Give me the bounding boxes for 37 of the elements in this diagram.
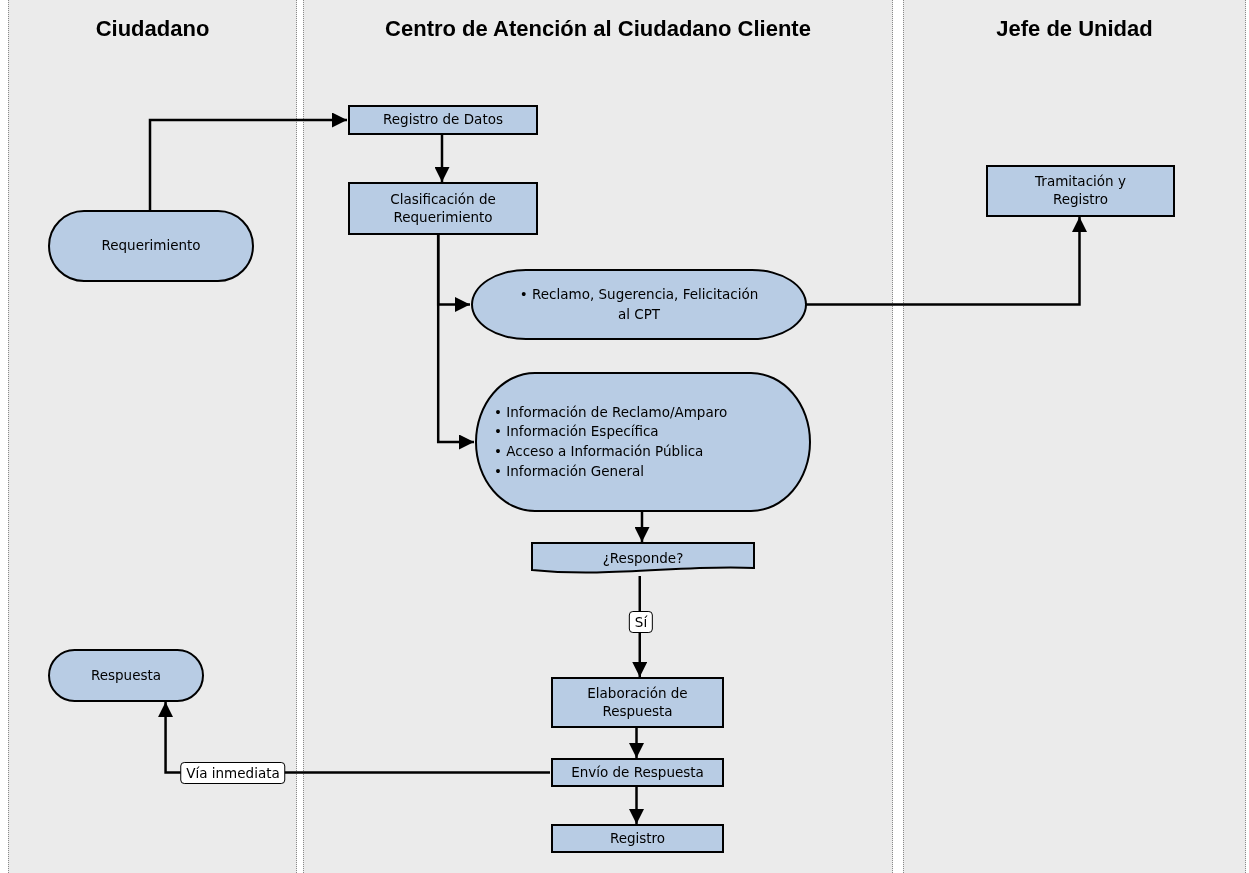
lane-heading: Centro de Atención al Ciudadano Cliente (384, 16, 812, 42)
arrow (634, 512, 650, 542)
arrow (434, 135, 450, 182)
arrow (806, 217, 1087, 306)
node-text: Envío de Respuesta (571, 763, 704, 782)
node-text: Elaboración de Respuesta (586, 684, 689, 721)
bullet-item: • Información General (494, 461, 646, 481)
swimlane (8, 0, 297, 873)
bullet-item: • Información de Reclamo/Amparo (494, 402, 729, 422)
terminal-pill (48, 649, 204, 702)
process-box (551, 824, 724, 853)
process-box (551, 758, 724, 787)
node-text: Respuesta (90, 666, 162, 685)
document-shape (531, 542, 755, 576)
node-text: ¿Responde? (602, 550, 684, 568)
node-text: Registro de Datos (383, 111, 503, 129)
edge-label: Vía inmediata (180, 762, 286, 784)
node-text: Requerimiento (101, 237, 201, 255)
arrow (629, 728, 644, 758)
arrow (629, 787, 644, 824)
process-box (986, 165, 1175, 217)
bullet-item: • Acceso a Información Pública (494, 442, 705, 461)
process-box (348, 105, 538, 135)
swimlane (303, 0, 893, 873)
process-box (348, 182, 538, 235)
node-text: Registro (609, 829, 666, 848)
node-text: Clasificación de Requerimiento (389, 190, 497, 227)
lane-heading: Jefe de Unidad (995, 16, 1154, 42)
bullet-item: • Reclamo, Sugerencia, Felicitación al CPT (518, 284, 760, 324)
edge-label: Sí (628, 611, 654, 633)
process-box (551, 677, 724, 728)
node-text: Tramitación y Registro (1034, 173, 1127, 209)
arrow (436, 235, 474, 450)
arrow (148, 112, 347, 210)
lane-heading: Ciudadano (94, 16, 211, 42)
bullet-item: • Información Específica (494, 422, 660, 442)
swimlane (903, 0, 1246, 873)
